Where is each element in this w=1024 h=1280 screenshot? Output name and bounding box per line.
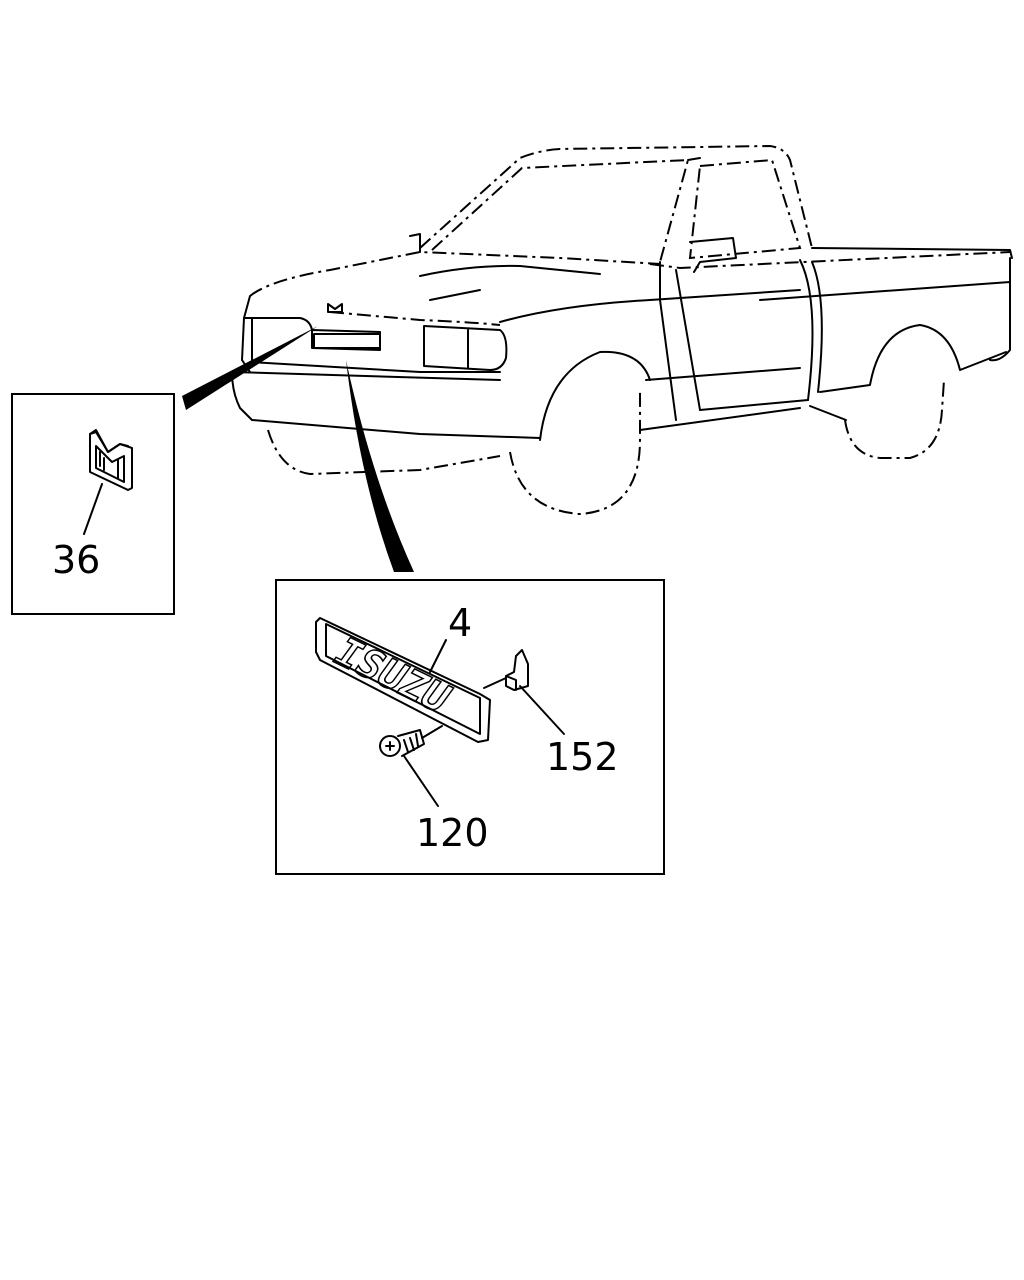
clip-part-drawing (505, 649, 529, 691)
screw-leader-line (421, 725, 443, 739)
nameplate-lettering: ISUZU (324, 630, 460, 721)
emblem-location-marker (327, 303, 343, 313)
pickup-truck-drawing (231, 144, 1013, 516)
nameplate-location-marker (313, 333, 381, 349)
callout-152: 152 (546, 735, 619, 779)
screw-part-drawing (379, 729, 425, 757)
clip-callout-line (519, 685, 565, 735)
callout-4: 4 (448, 601, 472, 645)
emblem-detail-box: 36 (11, 393, 175, 615)
emblem-part-drawing (89, 429, 133, 491)
callout-36: 36 (52, 538, 100, 582)
emblem-callout-line (83, 483, 103, 535)
clip-leader-line (483, 677, 507, 689)
screw-callout-line (403, 755, 439, 807)
nameplate-detail-box: ISUZU 4 152 120 (275, 579, 665, 875)
nameplate-leader-wedge (346, 360, 414, 572)
nameplate-callout-line (429, 639, 447, 673)
callout-120: 120 (416, 811, 489, 855)
emblem-leader-wedge (182, 326, 318, 410)
